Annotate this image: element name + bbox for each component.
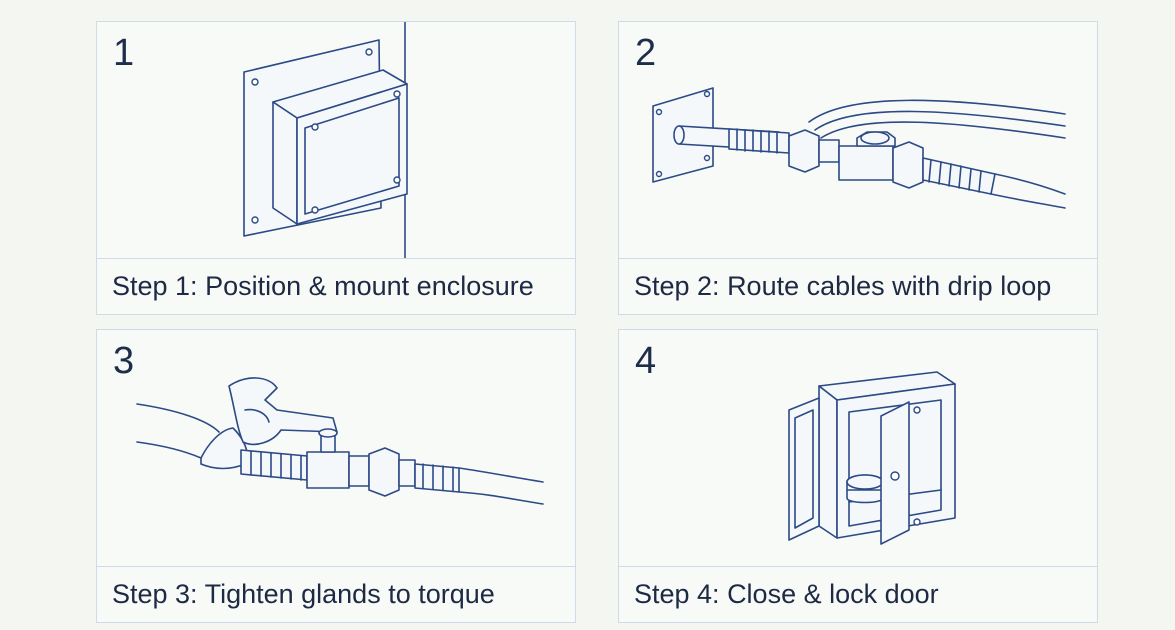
step-2-panel: 2 bbox=[618, 21, 1098, 315]
step-4-panel: 4 Step 4: Close & lock door bbox=[618, 329, 1098, 623]
caption-box: Step 3: Tighten glands to torque bbox=[97, 566, 575, 622]
tighten-glands-illustration bbox=[136, 377, 544, 505]
route-cables-illustration bbox=[652, 87, 1066, 209]
caption-box: Step 2: Route cables with drip loop bbox=[619, 258, 1097, 314]
step-number: 2 bbox=[635, 32, 657, 74]
caption-box: Step 1: Position & mount enclosure bbox=[97, 258, 575, 314]
step-caption: Step 2: Route cables with drip loop bbox=[634, 271, 1052, 301]
step-caption: Step 1: Position & mount enclosure bbox=[112, 271, 534, 301]
mount-enclosure-illustration bbox=[243, 22, 408, 258]
step-caption: Step 4: Close & lock door bbox=[634, 579, 939, 609]
step-number: 3 bbox=[113, 340, 135, 382]
step-number: 4 bbox=[635, 340, 657, 382]
step-1-panel: 1 Step 1: Position & mount enclosure bbox=[96, 21, 576, 315]
step-caption: Step 3: Tighten glands to torque bbox=[112, 579, 495, 609]
step-number: 1 bbox=[113, 32, 135, 74]
close-lock-door-illustration bbox=[788, 371, 956, 545]
step-3-panel: 3 Step 3: Tighten glands to bbox=[96, 329, 576, 623]
caption-box: Step 4: Close & lock door bbox=[619, 566, 1097, 622]
